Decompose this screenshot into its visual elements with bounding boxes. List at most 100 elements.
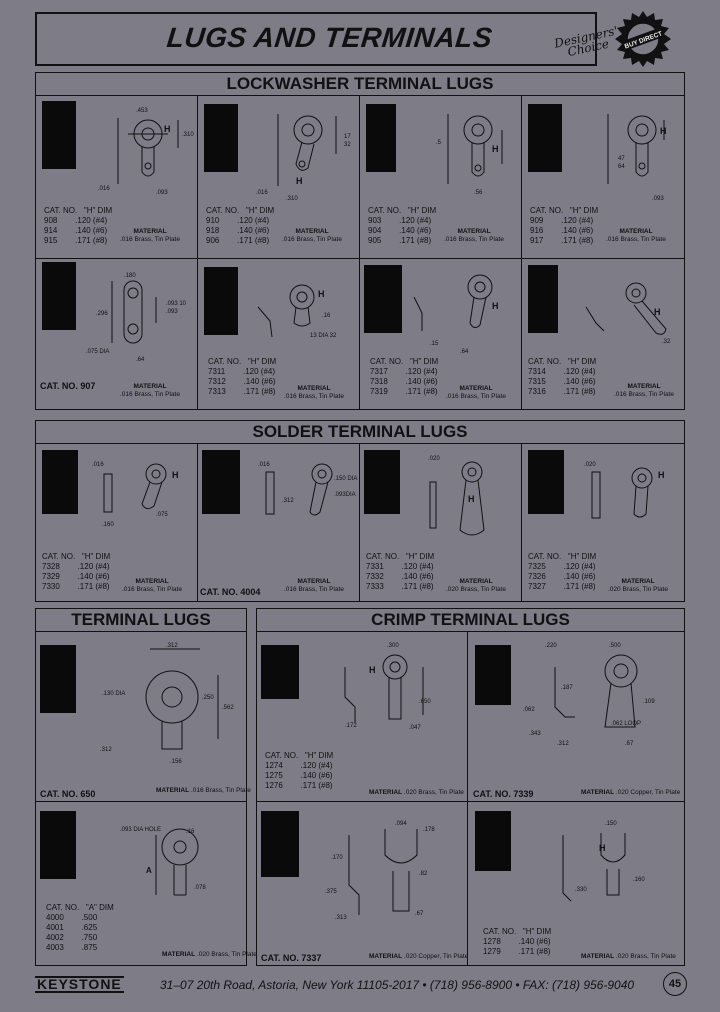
svg-text:.150 DIA: .150 DIA [334, 476, 357, 482]
material-note: MATERIAL .020 Copper, Tin Plate [369, 953, 469, 960]
svg-text:.330: .330 [575, 887, 587, 893]
svg-text:.67: .67 [625, 741, 634, 747]
page-title: LUGS AND TERMINALS [165, 22, 494, 53]
svg-text:.180: .180 [124, 273, 136, 279]
svg-text:H: H [296, 176, 303, 186]
product-photo [42, 450, 78, 514]
svg-text:.16: .16 [322, 313, 331, 319]
product-photo [528, 450, 564, 514]
lockwasher-heading: LOCKWASHER TERMINAL LUGS [36, 73, 684, 96]
svg-text:H: H [172, 470, 179, 480]
catalog-number: CAT. NO. 7337 [261, 953, 322, 963]
material-note: MATERIAL.020 Brass, Tin Plate [446, 578, 506, 593]
lug-drawing-icon: .312.130 DIA.250.562.312.156 [100, 643, 234, 765]
svg-text:.5: .5 [436, 140, 442, 146]
svg-text:.453: .453 [136, 108, 148, 114]
cat-table: CAT. NO. "H" DIM 908 .120 (#4) 914 .140 … [44, 206, 113, 245]
buy-direct-badge-icon: BUY DIRECT [615, 11, 671, 67]
svg-text:H: H [660, 126, 667, 136]
lug-drawing-icon: H.32 [585, 282, 671, 345]
svg-text:13 DIA 32: 13 DIA 32 [310, 333, 337, 339]
material-note: MATERIAL.016 Brass, Tin Plate [614, 383, 674, 398]
svg-text:.093: .093 [166, 309, 178, 315]
svg-text:64: 64 [618, 164, 625, 170]
svg-text:.56: .56 [474, 190, 483, 196]
svg-text:.312: .312 [100, 747, 112, 753]
cat-table: CAT. NO. "H" DIM 1274 .120 (#4) 1275 .14… [265, 751, 334, 790]
cat-table: CAT. NO. "H" DIM 7317 .120 (#4) 7318 .14… [370, 357, 439, 396]
crimp-heading: CRIMP TERMINAL LUGS [257, 609, 684, 632]
lockwasher-section: LOCKWASHER TERMINAL LUGS H.310.453.016.0… [35, 72, 685, 410]
solder-cell-4004: .016.150 DIA.093DIA.312 CAT. NO. 4004 MA… [198, 444, 360, 601]
svg-text:.078: .078 [194, 885, 206, 891]
svg-text:.296: .296 [96, 311, 108, 317]
svg-text:.020: .020 [428, 456, 440, 462]
material-note: MATERIAL.016 Brass, Tin Plate [444, 228, 504, 243]
svg-text:H: H [318, 289, 325, 299]
svg-text:.64: .64 [460, 349, 469, 355]
product-photo [261, 811, 299, 877]
product-photo [528, 104, 562, 172]
svg-text:.075: .075 [156, 512, 168, 518]
svg-text:.075 DIA: .075 DIA [86, 349, 109, 355]
svg-text:H: H [164, 124, 171, 134]
svg-text:.562: .562 [222, 705, 234, 711]
svg-text:H: H [599, 843, 606, 853]
material-note: MATERIAL .020 Brass, Tin Plate [162, 951, 257, 958]
material-note: MATERIAL .020 Copper, Tin Plate [581, 789, 681, 796]
lockwasher-cell-908: H.310.453.016.093 CAT. NO. "H" DIM 908 .… [36, 96, 198, 258]
svg-text:.172: .172 [345, 723, 357, 729]
material-note: MATERIAL.020 Brass, Tin Plate [608, 578, 668, 593]
product-photo [364, 265, 402, 333]
cat-table: CAT. NO. "H" DIM 7328 .120 (#4) 7329 .14… [42, 552, 111, 591]
lug-drawing-icon: H .16 13 DIA 32 [257, 284, 337, 339]
svg-text:.093: .093 [156, 190, 168, 196]
catalog-number: CAT. NO. 650 [40, 789, 96, 799]
cat-table: CAT. NO. "A" DIM 4000 .500 4001 .625 400… [46, 903, 114, 952]
material-note: MATERIAL.016 Brass, Tin Plate [120, 228, 180, 243]
svg-text:.150: .150 [605, 821, 617, 827]
svg-text:.312: .312 [282, 498, 294, 504]
cat-table: CAT. NO. "H" DIM 909 .120 (#4) 916 .140 … [530, 206, 599, 245]
svg-text:.130 DIA: .130 DIA [102, 691, 125, 697]
svg-text:H: H [654, 307, 661, 317]
title-box: LUGS AND TERMINALS Designers'Choice [35, 12, 619, 66]
lug-drawing-icon: H.15.64 [413, 274, 499, 355]
svg-text:.156: .156 [170, 759, 182, 765]
terminal-heading: TERMINAL LUGS [36, 609, 246, 632]
material-note: MATERIAL.016 Brass, Tin Plate [120, 383, 180, 398]
svg-text:.310: .310 [286, 196, 298, 202]
svg-text:.047: .047 [409, 725, 421, 731]
catalog-number: CAT. NO. 907 [40, 381, 96, 391]
page-number: 45 [663, 972, 687, 996]
product-photo [475, 645, 511, 705]
svg-text:.093: .093 [652, 196, 664, 202]
catalog-number: CAT. NO. 7339 [473, 789, 534, 799]
svg-text:.178: .178 [423, 827, 435, 833]
svg-text:H: H [658, 470, 665, 480]
svg-text:.82: .82 [419, 871, 428, 877]
svg-text:.062 LOOP: .062 LOOP [611, 721, 641, 727]
svg-text:.109: .109 [643, 699, 655, 705]
product-photo [528, 265, 558, 333]
material-note: MATERIAL.016 Brass, Tin Plate [446, 385, 506, 400]
lug-drawing-icon: .016.150 DIA.093DIA.312 [258, 462, 357, 516]
material-note: MATERIAL.016 Brass, Tin Plate [122, 578, 182, 593]
product-photo [42, 101, 76, 169]
svg-text:.375: .375 [325, 889, 337, 895]
svg-text:H: H [468, 494, 475, 504]
svg-text:.312: .312 [557, 741, 569, 747]
svg-text:.312: .312 [166, 643, 178, 649]
material-note: MATERIAL.016 Brass, Tin Plate [606, 228, 666, 243]
svg-text:.160: .160 [102, 522, 114, 528]
svg-text:47: 47 [618, 156, 625, 162]
material-note: MATERIAL .016 Brass, Tin Plate [156, 787, 251, 794]
